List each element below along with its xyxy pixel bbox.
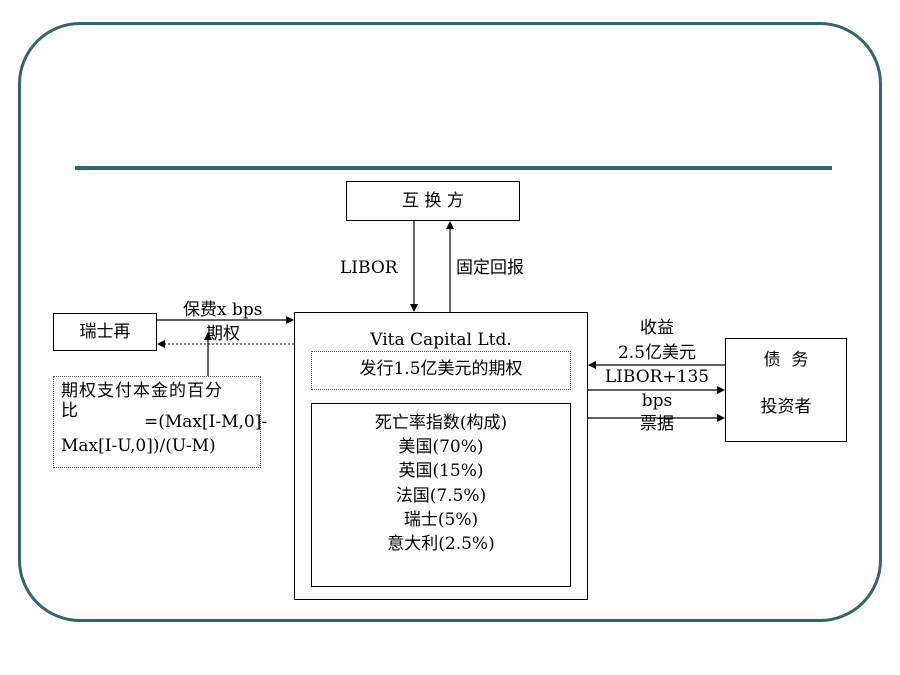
formula-line-2b: =(Max[I-M,0]- xyxy=(144,412,268,432)
index-component: 意大利(2.5%) xyxy=(387,534,495,554)
option-formula-box xyxy=(53,376,261,468)
mortality-index-box xyxy=(311,403,571,587)
swap-party-label: 互 换 方 xyxy=(402,191,464,211)
option-issue-box xyxy=(311,351,571,390)
formula-line-2a: 比 xyxy=(61,401,78,421)
proceeds-amount-label: 2.5亿美元 xyxy=(617,343,697,363)
slide-frame xyxy=(18,22,882,622)
formula-line-3: Max[I-U,0])/(U-M) xyxy=(61,436,216,456)
swap-party-box xyxy=(346,181,520,221)
index-component: 瑞士(5%) xyxy=(403,510,479,530)
investors-line-1: 债 务 xyxy=(763,350,809,370)
swiss-re-label: 瑞士再 xyxy=(79,322,131,342)
title-rule xyxy=(75,166,832,170)
mortality-index-title: 死亡率指数(构成) xyxy=(374,413,508,433)
coupon-unit-label: bps xyxy=(641,391,673,411)
index-component: 法国(7.5%) xyxy=(395,486,487,506)
index-component: 美国(70%) xyxy=(398,437,484,457)
swiss-re-box xyxy=(53,313,157,351)
premium-label: 保费x bps xyxy=(183,300,263,320)
option-issue-label: 发行1.5亿美元的期权 xyxy=(359,359,523,379)
option-flow-label: 期权 xyxy=(206,324,240,344)
notes-label: 票据 xyxy=(640,414,674,434)
index-component: 英国(15%) xyxy=(398,461,484,481)
coupon-label: LIBOR+135 xyxy=(604,367,710,387)
vita-capital-title: Vita Capital Ltd. xyxy=(370,330,512,350)
libor-flow-label: LIBOR xyxy=(340,258,398,278)
fixed-return-label: 固定回报 xyxy=(456,258,524,278)
investors-line-2: 投资者 xyxy=(760,397,812,417)
formula-line-1: 期权支付本金的百分 xyxy=(61,381,223,401)
debt-investors-box xyxy=(725,338,847,442)
proceeds-label: 收益 xyxy=(640,318,674,338)
